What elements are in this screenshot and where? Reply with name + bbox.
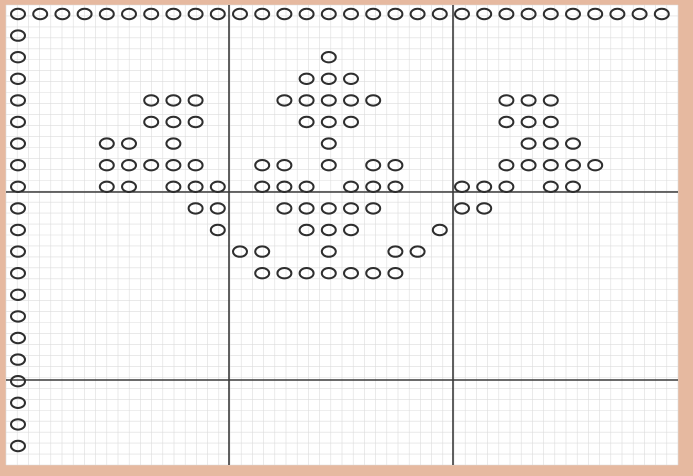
fine-grid bbox=[6, 5, 678, 465]
